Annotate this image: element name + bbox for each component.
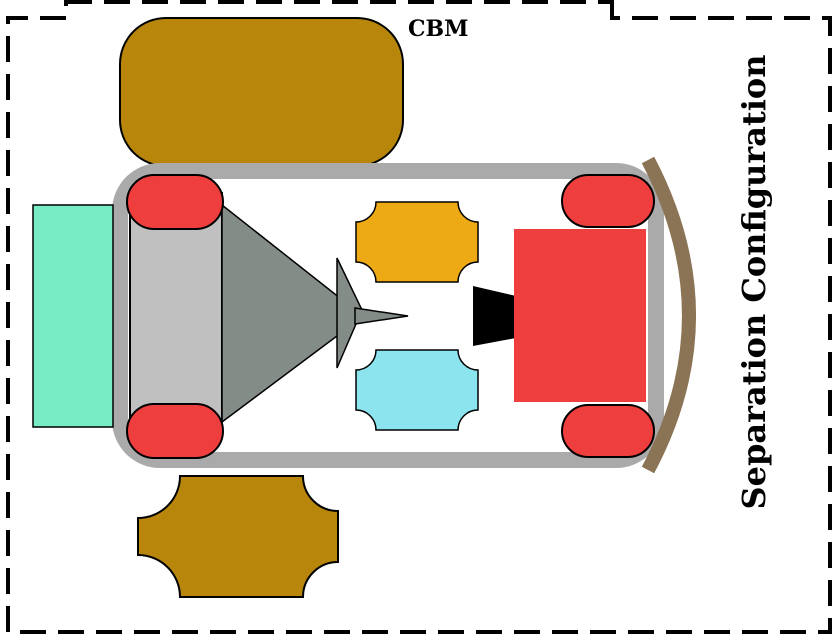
cbm-module-upper <box>119 17 404 167</box>
left-bottom-pod <box>126 403 224 459</box>
black-nozzle <box>473 286 516 346</box>
cbm-module-lower <box>137 475 339 598</box>
outer-frame-top-left <box>6 0 68 632</box>
red-module <box>514 229 646 402</box>
teal-adapter <box>32 204 114 428</box>
diagram-title: Separation Configuration <box>735 55 773 510</box>
cyan-port <box>355 349 479 431</box>
thruster-fins <box>336 257 363 369</box>
orange-port <box>355 201 479 283</box>
cbm-label: CBM <box>408 16 468 42</box>
right-bottom-pod <box>561 404 655 458</box>
right-top-pod <box>561 174 655 228</box>
outer-frame-top-right <box>8 0 832 634</box>
docking-arc <box>641 156 696 474</box>
left-top-pod <box>126 174 224 230</box>
thruster-tip <box>354 307 409 325</box>
